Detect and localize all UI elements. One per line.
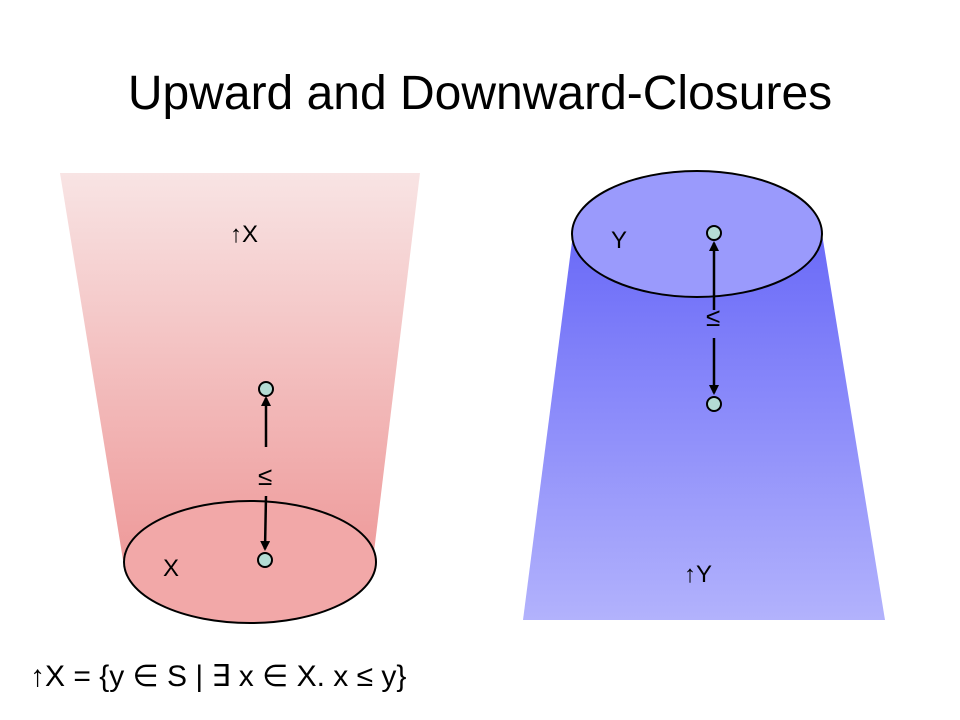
element-y-point [706, 225, 722, 241]
right-leq-label: ≤ [706, 302, 720, 332]
element-x-point [706, 396, 722, 412]
up-closure-x-region [60, 173, 420, 560]
set-y-label: Y [611, 227, 627, 254]
slide-title: Upward and Downward-Closures [127, 67, 833, 120]
set-x-ellipse [123, 500, 377, 624]
left-leq-label: ≤ [258, 461, 272, 491]
element-x-point [257, 552, 273, 568]
upward-closure-definition: ↑X = {y ∈ S | ∃ x ∈ X. x ≤ y} [30, 660, 407, 693]
up-closure-x-label: ↑X [230, 221, 258, 248]
arrow-down-shaft-icon [260, 495, 271, 551]
down-closure-y-region [523, 234, 885, 620]
set-y-ellipse [571, 170, 823, 298]
left-upward-closure: ↑X X ≤ [60, 173, 420, 624]
element-y-point [258, 381, 274, 397]
down-closure-y-label: ↑Y [684, 561, 712, 588]
right-downward-closure: Y ↑Y ≤ [523, 170, 885, 620]
set-x-label: X [163, 555, 179, 582]
